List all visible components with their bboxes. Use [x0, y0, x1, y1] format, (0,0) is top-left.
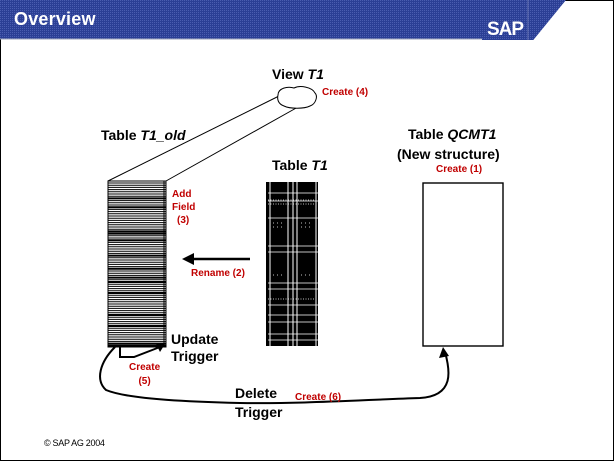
update-trigger-line1: Update	[171, 331, 219, 347]
table-qcmt1-shape	[422, 182, 504, 347]
table-t1-old-shape	[107, 180, 167, 348]
create-6-label: Create (6)	[295, 392, 342, 403]
update-trigger-arrow	[119, 344, 165, 358]
header-banner	[0, 0, 566, 40]
table-t1-label: Table T1	[272, 157, 328, 173]
table-t1-old-label: Table T1_old	[101, 127, 186, 143]
delete-trigger-arrow	[99, 346, 450, 405]
add-field-line1: Add	[172, 189, 192, 200]
update-trigger-line2: Trigger	[171, 348, 219, 364]
table-t1-label-prefix: Table	[272, 157, 312, 173]
view-t1-shape	[107, 86, 317, 182]
table-new-label-name: QCMT1	[447, 126, 497, 142]
table-old-label-name: T1_old	[140, 127, 186, 143]
create-1-label: Create (1)	[436, 164, 483, 175]
rename-arrow	[182, 253, 250, 265]
delete-trigger-line2: Trigger	[235, 404, 283, 420]
view-label-prefix: View	[272, 66, 308, 82]
table-old-label-prefix: Table	[101, 127, 141, 143]
copyright-text: © SAP AG 2004	[44, 438, 105, 448]
page-title: Overview	[14, 9, 96, 29]
delete-trigger-line1: Delete	[235, 385, 278, 401]
view-t1-label: View T1	[272, 66, 324, 82]
add-field-line3: (3)	[177, 215, 190, 226]
table-qcmt1-label: Table QCMT1	[408, 126, 496, 142]
create-4-label: Create (4)	[322, 87, 369, 98]
add-field-line2: Field	[172, 202, 196, 213]
table-t1-label-name: T1	[311, 157, 328, 173]
create-5-line2: (5)	[138, 376, 151, 387]
new-structure-label: (New structure)	[397, 146, 500, 162]
table-new-label-prefix: Table	[408, 126, 448, 142]
create-5-line1: Create	[129, 362, 161, 373]
rename-2-label: Rename (2)	[191, 268, 245, 279]
create-5-label: Create (5)	[129, 361, 160, 389]
view-label-name: T1	[307, 66, 324, 82]
sap-logo: SAP	[487, 19, 524, 40]
table-t1-shape	[266, 182, 320, 346]
